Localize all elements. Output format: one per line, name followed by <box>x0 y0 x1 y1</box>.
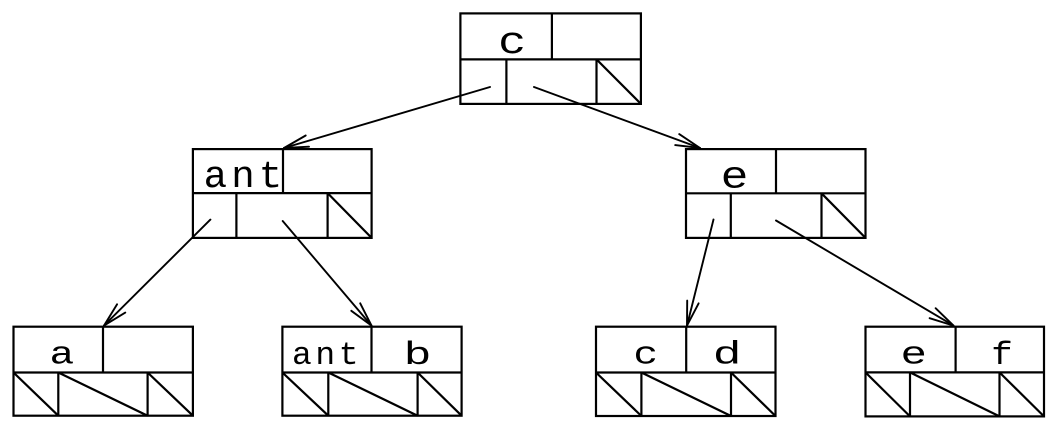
svg-text:d: d <box>713 338 742 374</box>
svg-text:ant: ant <box>204 155 287 198</box>
svg-text:ant: ant <box>292 337 362 373</box>
svg-text:e: e <box>721 156 749 199</box>
svg-text:e: e <box>901 337 927 374</box>
svg-text:b: b <box>404 338 432 374</box>
svg-text:c: c <box>633 338 658 374</box>
svg-text:a: a <box>50 338 75 374</box>
svg-text:f: f <box>991 339 1013 375</box>
svg-text:c: c <box>498 22 526 65</box>
